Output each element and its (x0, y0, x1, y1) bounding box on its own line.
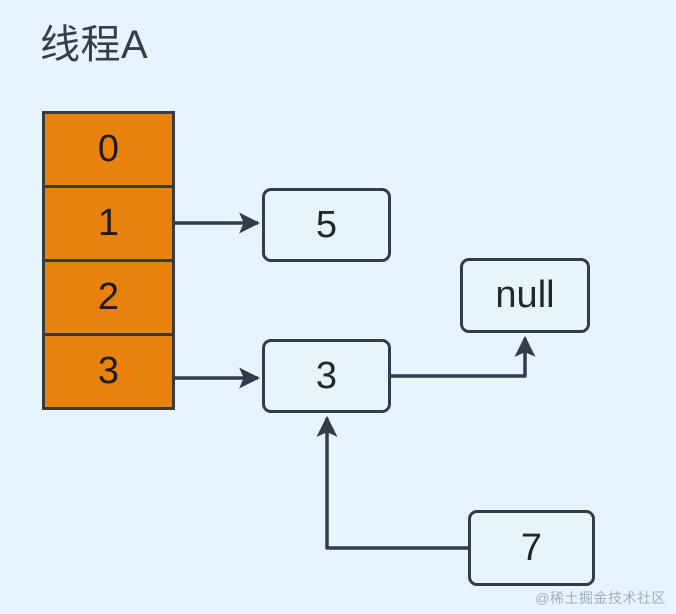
edge-node3-to-null (391, 335, 536, 378)
node-box-5[interactable]: 5 (262, 188, 391, 262)
page-title: 线程A (40, 23, 149, 67)
hash-bucket-array: 0 1 2 3 (42, 111, 175, 410)
array-cell-2[interactable]: 2 (45, 262, 172, 336)
watermark: @稀土掘金技术社区 (535, 590, 666, 606)
array-cell-3[interactable]: 3 (45, 336, 172, 407)
node-box-7[interactable]: 7 (468, 510, 595, 586)
array-cell-0[interactable]: 0 (45, 114, 172, 188)
node-box-3[interactable]: 3 (262, 339, 391, 413)
array-cell-1[interactable]: 1 (45, 188, 172, 262)
node-box-null[interactable]: null (460, 258, 590, 333)
edge-node7-to-node3 (316, 415, 468, 550)
